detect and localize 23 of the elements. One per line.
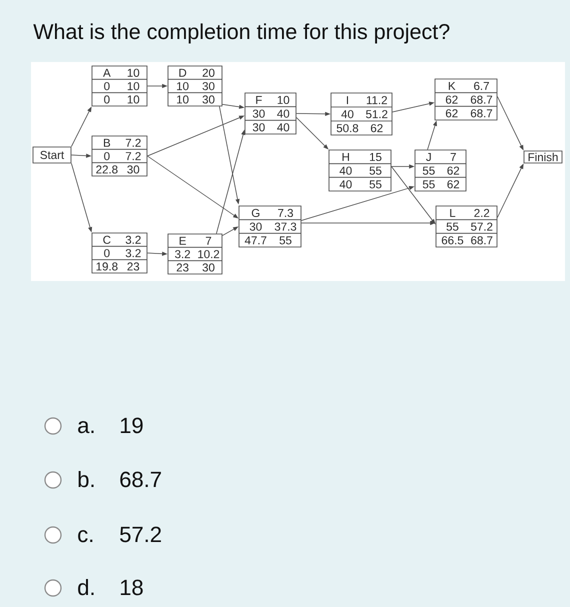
activity-box: E 7 3.2 10.2 23 30 (168, 234, 222, 274)
activity-box: F 10 30 40 30 40 (244, 92, 296, 134)
option-text: 18 (120, 580, 143, 596)
option-text: 68.7 (120, 472, 161, 488)
endpoint-box: Finish (524, 150, 562, 164)
activity-box: L 2.2 55 57.2 66.5 68.7 (436, 206, 498, 248)
activity-box: K 6.7 62 68.7 62 68.7 (434, 78, 498, 120)
activity-box: D 20 10 30 10 30 (168, 66, 222, 106)
activity-box: G 7.3 30 37.3 47.7 55 (238, 206, 302, 248)
activity-box: C 3.2 0 3.2 19.8 23 (92, 232, 148, 274)
option-letter: a. (78, 421, 94, 434)
option-letter: d. (78, 579, 94, 596)
activity-box: H 15 40 55 40 55 (328, 150, 392, 192)
activity-box: B 7.2 0 7.2 22.8 30 (92, 136, 148, 176)
endpoint-box: Start (32, 146, 72, 164)
option-text: 19 (120, 418, 143, 434)
activity-box: J 7 55 62 55 62 (414, 150, 466, 192)
question-text: What is the completion time for this project? (33, 23, 450, 44)
option-letter: b. (78, 471, 94, 488)
activity-box: A 10 0 10 0 10 (92, 66, 148, 106)
activity-box: I 11.2 40 51.2 50.8 62 (330, 92, 392, 136)
option-text: 57.2 (120, 526, 161, 542)
option-letter: c. (78, 530, 92, 542)
